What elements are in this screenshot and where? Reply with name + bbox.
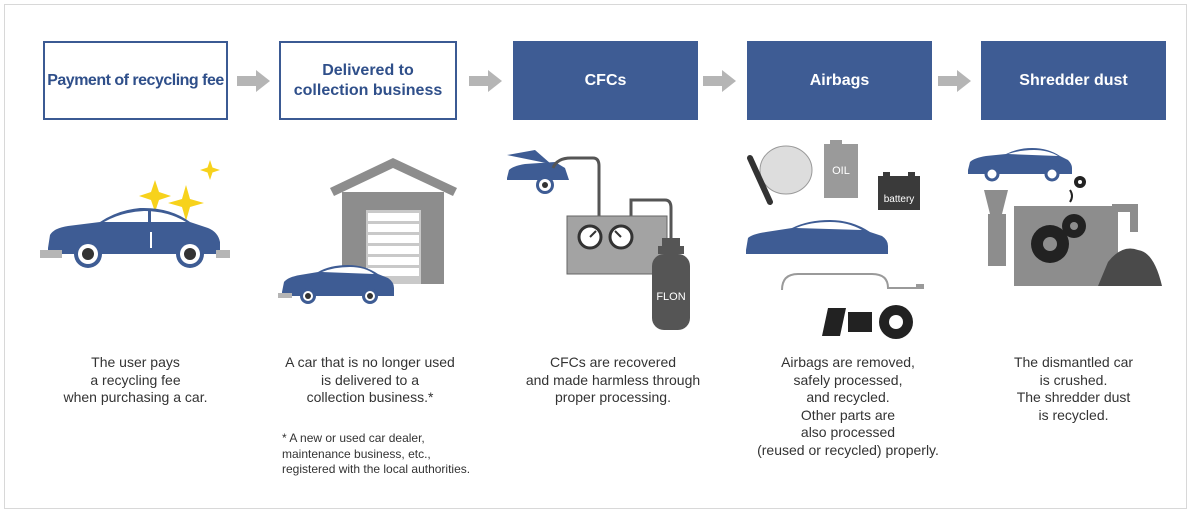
step-caption-airbags: Airbags are removed, safely processed, a… (757, 354, 939, 458)
step-header-shredder: Shredder dust (981, 41, 1166, 120)
hose (551, 156, 601, 216)
tires-icon (822, 305, 913, 339)
flon-label: FLON (656, 291, 685, 303)
airbag-parts-illustration: OIL battery (746, 140, 924, 339)
car-icon (278, 265, 394, 304)
shredder-illustration (968, 148, 1162, 286)
step-caption-delivery: A car that is no longer used is delivere… (285, 354, 455, 405)
chassis-icon (781, 273, 916, 291)
shredder-dust-icon (1098, 248, 1162, 286)
step-label: CFCs (584, 71, 627, 89)
step-header-cfcs: CFCs (513, 41, 698, 120)
hose (629, 198, 673, 242)
step-header-delivery: Delivered to collection business (279, 41, 457, 120)
step-header-airbags: Airbags (747, 41, 932, 120)
step-caption-payment: The user pays a recycling fee when purch… (63, 354, 208, 405)
gauge-machine-icon (566, 215, 668, 275)
step-caption-shredder: The dismantled car is crushed. The shred… (1013, 354, 1134, 423)
shredder-machine-icon (984, 190, 1138, 286)
oil-label: OIL (832, 165, 850, 177)
gear-icon (1074, 176, 1086, 188)
new-car-illustration (40, 160, 230, 268)
car-icon (968, 148, 1072, 182)
step-label: Shredder dust (1019, 71, 1128, 89)
flow-arrow-icon (703, 70, 736, 92)
gas-cylinder-icon (652, 238, 690, 330)
cfc-recovery-illustration: FLON (507, 150, 690, 330)
flow-arrow-icon (469, 70, 502, 92)
flow-arrow-icon (237, 70, 270, 92)
flow-arrow-icon (938, 70, 971, 92)
step-caption-cfcs: CFCs are recovered and made harmless thr… (525, 354, 701, 405)
airbag-icon (747, 145, 813, 205)
oil-can-icon (824, 140, 858, 198)
step-label: Delivered to collection business (293, 61, 443, 99)
battery-icon (878, 172, 920, 210)
garage-icon (330, 158, 457, 284)
diagram-frame (4, 4, 1187, 509)
delivery-footnote: * A new or used car dealer, maintenance … (282, 431, 471, 476)
car-body-icon (746, 220, 888, 254)
step-label: Airbags (809, 71, 870, 89)
battery-label: battery (884, 194, 915, 205)
step-label: Payment of recycling fee (47, 71, 224, 89)
sparkle-icon (139, 160, 220, 221)
car-with-open-hood-icon (507, 150, 569, 194)
car-icon (40, 207, 230, 268)
garage-illustration (278, 158, 457, 304)
step-header-payment: Payment of recycling fee (43, 41, 228, 120)
